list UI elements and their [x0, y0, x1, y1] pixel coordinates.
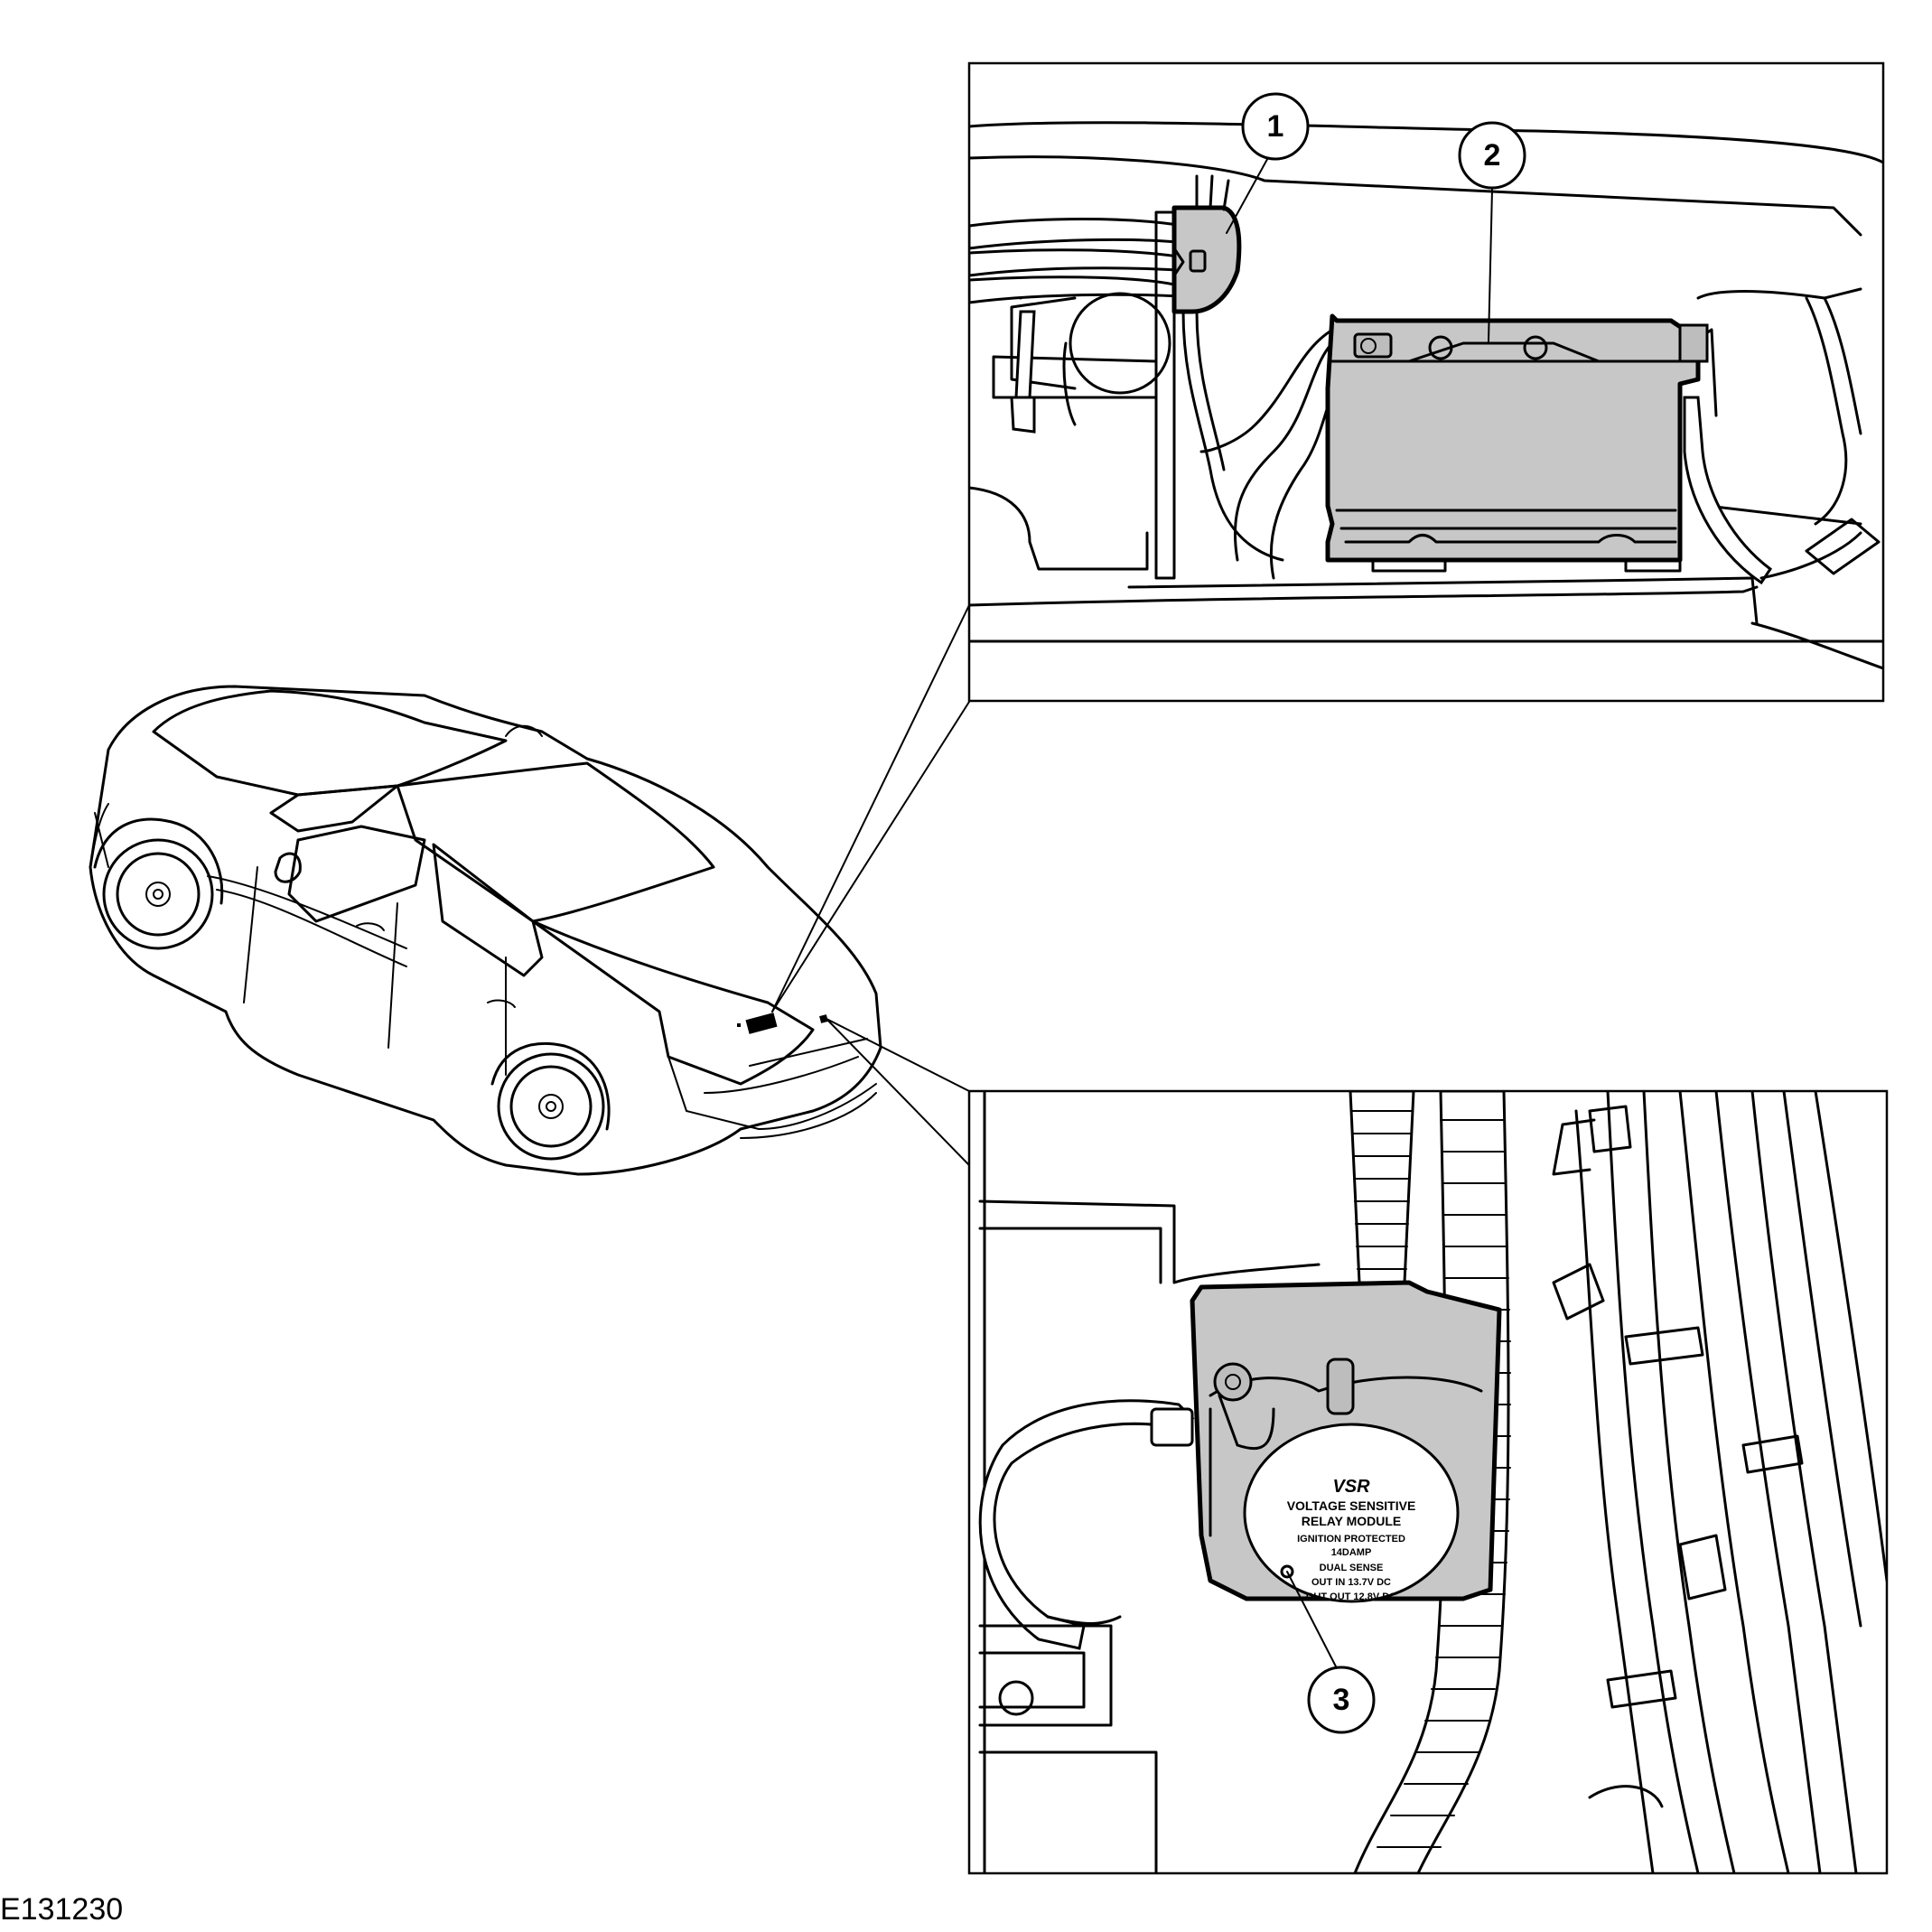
car-overview: [89, 685, 882, 1176]
vsr-label-line-3: IGNITION PROTECTED: [1297, 1534, 1405, 1545]
battery-location-marker: [745, 1013, 778, 1034]
callout-1: 1: [1226, 92, 1310, 234]
vsr-label-line-1: VOLTAGE SENSITIVE: [1287, 1498, 1416, 1513]
zoom-leaders: [771, 604, 970, 1166]
battery-detail-panel: 1 2: [967, 61, 1885, 703]
svg-text:1: 1: [1267, 109, 1284, 144]
vsr-label: VSR VOLTAGE SENSITIVE RELAY MODULE IGNIT…: [1287, 1477, 1416, 1602]
vsr-label-line-4: 14DAMP: [1331, 1547, 1372, 1558]
callout-3: 3: [1280, 1564, 1376, 1734]
vsr-detail-panel: VSR VOLTAGE SENSITIVE RELAY MODULE IGNIT…: [967, 1089, 1889, 1875]
svg-text:3: 3: [1333, 1683, 1350, 1717]
vsr-label-line-6: OUT IN 13.7V DC: [1311, 1577, 1391, 1588]
svg-text:2: 2: [1484, 138, 1501, 173]
vsr-label-line-7: OUT OUT 12.8V DC: [1306, 1591, 1396, 1602]
vsr-brand: VSR: [1332, 1477, 1370, 1497]
callout-2: 2: [1458, 121, 1526, 342]
figure-id: E131230: [0, 1892, 124, 1927]
vsr-label-line-2: RELAY MODULE: [1302, 1514, 1401, 1528]
vsr-location-marker: [819, 1014, 828, 1023]
vsr-label-line-5: DUAL SENSE: [1320, 1563, 1384, 1573]
